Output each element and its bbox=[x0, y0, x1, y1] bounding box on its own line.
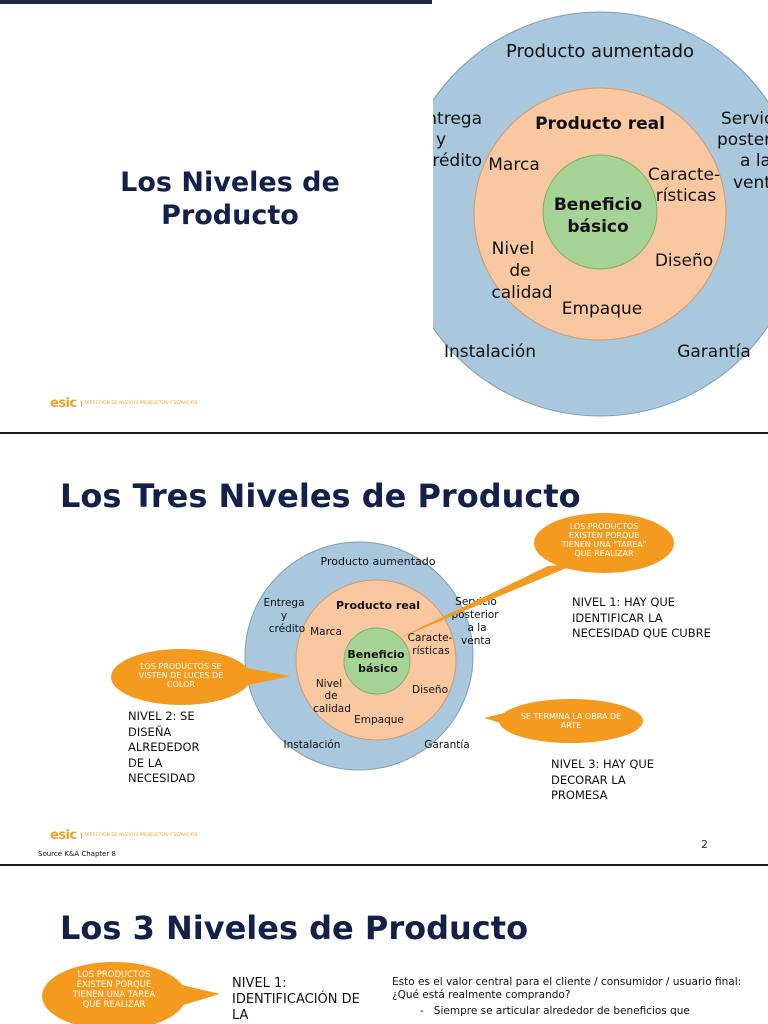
top-bar bbox=[0, 0, 432, 4]
source-note: Source K&A Chapter 8 bbox=[38, 850, 116, 858]
slide-separator-1 bbox=[0, 432, 768, 434]
callout-tarea-pointer bbox=[395, 564, 576, 640]
body-text: Esto es el valor central para el cliente… bbox=[392, 976, 742, 1001]
bullet-marker: - bbox=[420, 1005, 424, 1017]
label-producto-real: Producto real bbox=[535, 114, 665, 134]
label-entrega-1: Entrega bbox=[433, 109, 482, 129]
label-beneficio: Beneficio bbox=[554, 195, 642, 215]
product-levels-diagram-small: Producto aumentado Producto real Benefic… bbox=[111, 513, 674, 771]
label-servicio-4: venta bbox=[733, 173, 768, 193]
label-empaque: Empaque bbox=[354, 714, 404, 726]
label-entrega-3: crédito bbox=[269, 623, 305, 635]
label-producto-aumentado: Producto aumentado bbox=[506, 41, 694, 62]
label-marca: Marca bbox=[488, 155, 539, 175]
label-entrega-1: Entrega bbox=[263, 597, 304, 609]
slide-separator-2 bbox=[0, 864, 768, 866]
label-basico: básico bbox=[358, 662, 398, 675]
callout-tarea-shape bbox=[42, 962, 220, 1024]
callout-arte-text: SE TERMINA LA OBRA DE ARTE bbox=[520, 712, 622, 730]
label-caracteristicas-2: rísticas bbox=[656, 186, 717, 206]
callout-tarea-text: LOS PRODUCTOS EXISTEN PORQUE TIENEN UNA … bbox=[561, 522, 647, 558]
callout-tarea-text: LOS PRODUCTOS EXISTEN PORQUE TIENEN UNA … bbox=[72, 970, 156, 1010]
nivel-2-text: NIVEL 2: SE DISEÑA ALREDEDOR DE LA NECES… bbox=[128, 709, 200, 785]
label-diseno: Diseño bbox=[655, 251, 713, 271]
callout-tarea-pointer bbox=[178, 984, 220, 1006]
label-nivel-1: Nivel bbox=[316, 678, 342, 690]
label-garantia: Garantía bbox=[424, 739, 469, 751]
page-number: 2 bbox=[701, 838, 708, 851]
nivel-3-text: NIVEL 3: HAY QUE DECORAR LA PROMESA bbox=[551, 757, 655, 802]
callout-luces-text: LOS PRODUCTOS SE VISTEN DE LUCES DE COLO… bbox=[138, 662, 224, 689]
label-producto-real: Producto real bbox=[336, 599, 420, 612]
label-nivel-1: Nivel bbox=[492, 239, 535, 259]
esic-logo-mark: esic bbox=[50, 828, 77, 843]
label-instalacion: Instalación bbox=[444, 342, 536, 362]
label-caracteristicas-2: rísticas bbox=[412, 645, 449, 657]
label-nivel-3: calidad bbox=[313, 703, 351, 715]
slide-2-title: Los Tres Niveles de Producto bbox=[60, 477, 581, 515]
slide-3-title: Los 3 Niveles de Producto bbox=[60, 909, 529, 947]
label-garantia: Garantía bbox=[677, 342, 751, 362]
label-beneficio: Beneficio bbox=[347, 648, 405, 661]
callout-tarea-bubble bbox=[42, 962, 186, 1024]
callout-arte-bubble bbox=[499, 699, 643, 743]
label-servicio-4: venta bbox=[461, 635, 491, 647]
bullet-text: Siempre se articular alrededor de benefi… bbox=[433, 1005, 690, 1017]
bullet-item: - Siempre se articular alrededor de bene… bbox=[420, 1005, 690, 1018]
esic-logo-subtitle: DIRECCION DE NUEVOS PRODUCTOS Y SERVICIO… bbox=[80, 832, 205, 839]
label-nivel-2: de bbox=[509, 261, 530, 281]
label-basico: básico bbox=[567, 217, 628, 237]
label-producto-aumentado: Producto aumentado bbox=[321, 555, 436, 568]
esic-logo: esic DIRECCION DE NUEVOS PRODUCTOS Y SER… bbox=[50, 828, 205, 843]
slide-1: Los Niveles de Producto Producto aumenta… bbox=[0, 0, 768, 432]
label-servicio-2: posterior bbox=[451, 609, 499, 621]
label-caracteristicas-1: Caracte- bbox=[408, 632, 453, 644]
label-servicio-2: posterior bbox=[717, 130, 768, 150]
slide-2: Los Tres Niveles de Producto Producto au… bbox=[0, 434, 768, 864]
label-servicio-1: Servicio bbox=[721, 109, 768, 129]
core-circle bbox=[542, 154, 658, 270]
label-nivel-3: calidad bbox=[491, 283, 552, 303]
label-entrega-2: y bbox=[436, 130, 446, 150]
esic-logo-mark: esic bbox=[50, 396, 77, 411]
label-entrega-2: y bbox=[281, 610, 287, 622]
core-circle bbox=[343, 627, 411, 695]
label-marca: Marca bbox=[310, 626, 342, 638]
label-entrega-3: crédito bbox=[433, 151, 482, 171]
label-diseno: Diseño bbox=[412, 684, 448, 696]
callout-tarea-bubble bbox=[534, 513, 674, 573]
slide-1-title: Los Niveles de Producto bbox=[120, 167, 340, 231]
label-instalacion: Instalación bbox=[284, 739, 341, 751]
label-servicio-3: a la bbox=[740, 151, 768, 171]
esic-logo: esic DIRECCION DE NUEVOS PRODUCTOS Y SER… bbox=[50, 396, 205, 411]
slide-3: Los 3 Niveles de Producto LOS PRODUCTOS … bbox=[0, 866, 768, 1024]
label-empaque: Empaque bbox=[562, 299, 643, 319]
nivel-1-text: NIVEL 1: HAY QUE IDENTIFICAR LA NECESIDA… bbox=[572, 595, 711, 640]
product-levels-diagram-large: Producto aumentado Producto real Benefic… bbox=[433, 11, 768, 417]
label-nivel-2: de bbox=[324, 690, 337, 702]
label-caracteristicas-1: Caracte- bbox=[648, 165, 720, 185]
esic-logo-subtitle: DIRECCION DE NUEVOS PRODUCTOS Y SERVICIO… bbox=[80, 400, 205, 407]
label-servicio-3: a la bbox=[467, 622, 486, 634]
nivel-1-text: NIVEL 1: IDENTIFICACIÓN DE LA bbox=[232, 976, 360, 1023]
callout-luces-bubble bbox=[111, 649, 251, 705]
